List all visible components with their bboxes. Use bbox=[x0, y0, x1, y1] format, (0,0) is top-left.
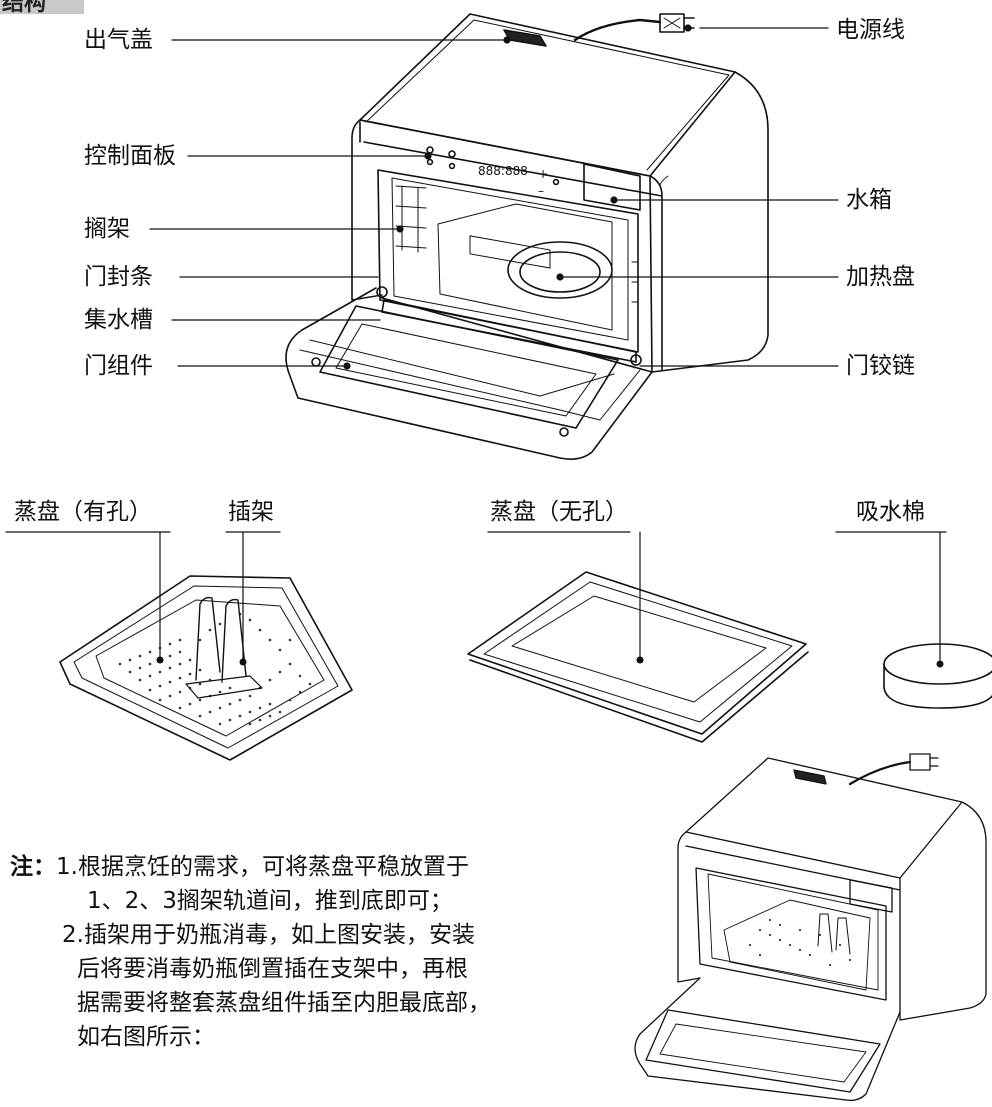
label-absorbent-cotton: 吸水棉 bbox=[856, 499, 925, 525]
label-exhaust-cover: 出气盖 bbox=[84, 27, 153, 53]
label-steam-tray-no-holes: 蒸盘（无孔） bbox=[490, 499, 628, 525]
label-insert-rack: 插架 bbox=[228, 499, 274, 525]
label-water-trough: 集水槽 bbox=[84, 307, 153, 333]
svg-text:–: – bbox=[538, 184, 544, 198]
label-door-seal: 门封条 bbox=[84, 264, 153, 290]
steam-tray-with-holes-drawing bbox=[59, 575, 353, 761]
label-door-hinge: 门铰链 bbox=[846, 353, 915, 379]
note-line-3: 2.插架用于奶瓶消毒，如上图安装，安装 bbox=[62, 922, 475, 948]
steam-tray-no-holes-drawing bbox=[467, 571, 809, 743]
label-rack: 搁架 bbox=[84, 216, 130, 242]
label-heating-plate: 加热盘 bbox=[846, 264, 915, 290]
leader-lines-accessories bbox=[5, 531, 947, 663]
label-water-tank: 水箱 bbox=[846, 187, 892, 213]
label-door-assembly: 门组件 bbox=[84, 353, 153, 379]
note-line-4: 后将要消毒奶瓶倒置插在支架中，再根 bbox=[77, 956, 468, 982]
section-header-tab: 结构 bbox=[0, 0, 84, 14]
note-line-6: 如右图所示： bbox=[77, 1024, 215, 1050]
leader-lines-main bbox=[149, 24, 839, 370]
label-control-panel: 控制面板 bbox=[84, 143, 176, 169]
note-line-5: 据需要将整套蒸盘组件插至内胆最底部， bbox=[77, 990, 491, 1016]
label-power-cord: 电源线 bbox=[836, 17, 905, 43]
notes-prefix: 注： bbox=[10, 854, 56, 880]
absorbent-cotton-drawing bbox=[883, 643, 992, 709]
steam-oven-assembled-drawing bbox=[634, 753, 987, 1102]
label-steam-tray-with-holes: 蒸盘（有孔） bbox=[14, 499, 152, 525]
display-readout: 888:888 bbox=[478, 164, 528, 178]
steam-oven-main-drawing: 888:888 + – bbox=[285, 13, 769, 460]
svg-text:+: + bbox=[538, 167, 548, 181]
section-header-label: 结构 bbox=[2, 0, 47, 14]
note-line-2: 1、2、3搁架轨道间，推到底即可； bbox=[87, 888, 453, 914]
note-line-1: 1.根据烹饪的需求，可将蒸盘平稳放置于 bbox=[56, 854, 469, 880]
